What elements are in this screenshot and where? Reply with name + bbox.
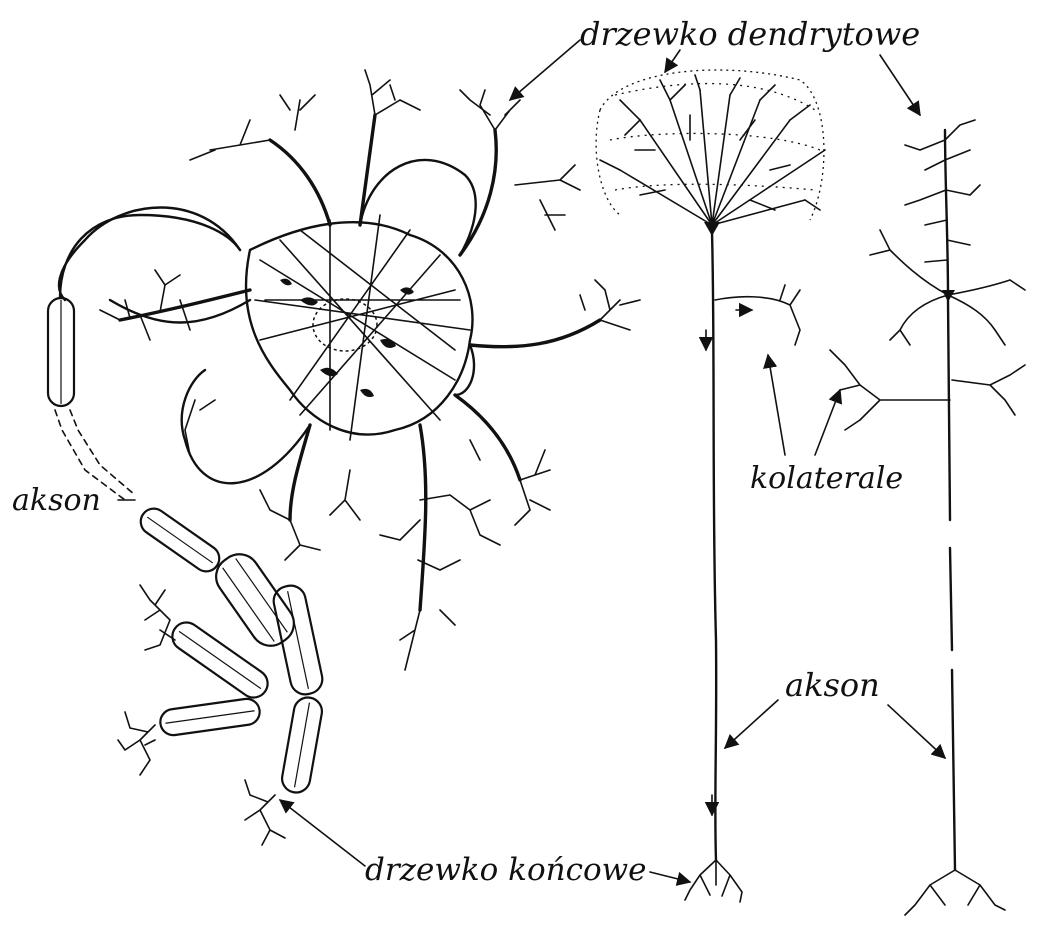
arrow-dendrite-left [510,40,580,100]
label-axon-left: akson [12,483,101,518]
pyramidal-neuron-right [830,120,1025,915]
terminal-tree [685,860,742,902]
arrow-dendrite-right [880,55,920,115]
label-collaterals: kolaterale [750,461,903,496]
arrow-collateral-1 [768,355,785,455]
label-axon-right: akson [785,666,880,704]
cell-body [246,215,473,440]
label-terminal-tree: drzewko końcowe [365,852,647,888]
arrow-terminal-right [650,872,690,882]
multipolar-neuron [48,70,640,845]
arrow-axon-right [888,705,945,758]
label-dendrite-tree: drzewko dendrytowe [580,15,920,53]
arrow-terminal-left [280,800,365,866]
dendrite-crown [596,70,825,236]
arrow-collateral-2 [815,390,840,455]
arrow-dendrite-crown [665,50,680,72]
dendrites [100,70,640,670]
arrow-axon-middle [725,700,778,748]
